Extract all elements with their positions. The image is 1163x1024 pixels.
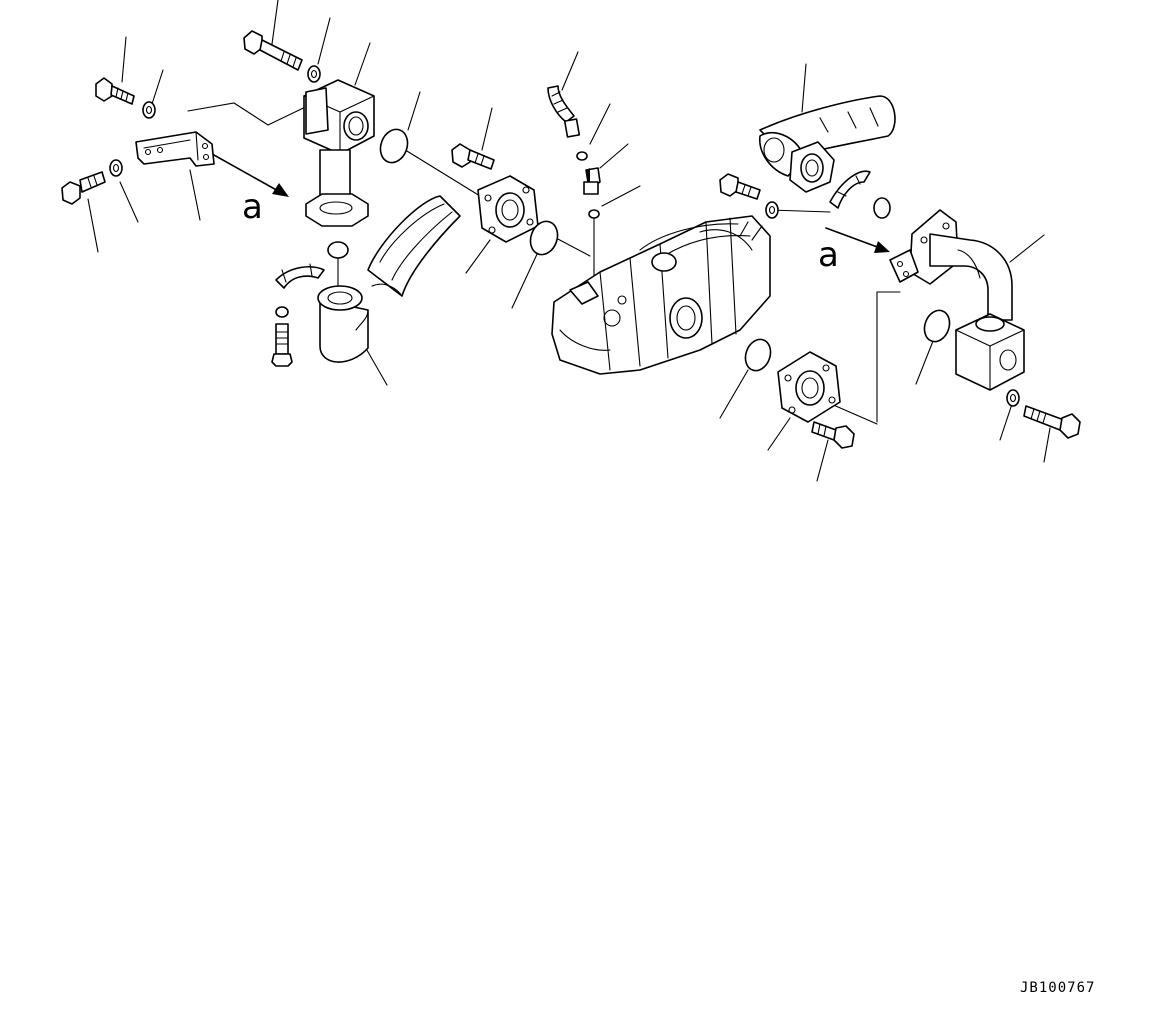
washer-center-right	[765, 201, 779, 219]
split-flange-left	[477, 175, 539, 243]
upper-tube-with-block	[303, 79, 375, 227]
bolt-upper-long	[243, 30, 303, 71]
bolt-vertical-lower	[271, 323, 293, 367]
clamp-half-right	[829, 170, 871, 209]
nipple-fitting	[583, 167, 601, 195]
o-ring-elbow	[327, 241, 349, 259]
bolt-flange-left	[451, 143, 495, 170]
small-hose-top	[547, 85, 581, 138]
elbow-tube-right	[889, 209, 1013, 321]
washer-lower-bolt	[275, 306, 289, 318]
o-ring-right-small	[873, 197, 891, 219]
leader-lines	[87, 0, 1051, 482]
hydraulic-pump-assembly	[551, 215, 771, 375]
washer-lower-right	[1006, 389, 1020, 407]
o-ring-center-lower	[744, 338, 772, 372]
square-block-right	[955, 313, 1025, 391]
bolt-center-right	[719, 173, 761, 200]
washer-top-left	[142, 101, 156, 119]
o-ring-small-top	[576, 151, 588, 161]
drawing-reference-number: JB100767	[1020, 980, 1095, 996]
callout-label-a-right: a	[818, 235, 839, 275]
bolt-lower-right	[1023, 405, 1081, 439]
o-ring-small-lower	[588, 209, 600, 219]
washer-upper	[307, 65, 321, 83]
callout-arrows	[204, 149, 890, 253]
washer-lower-left	[109, 159, 123, 177]
callout-label-a-left: a	[242, 187, 263, 227]
bolt-lower-center	[811, 421, 855, 449]
o-ring-center-left	[529, 220, 559, 256]
clamp-half-left	[275, 263, 325, 289]
o-ring-right	[923, 309, 951, 343]
flanged-tube-right	[759, 131, 835, 193]
suction-hose-left	[367, 195, 461, 297]
o-ring-left	[379, 128, 409, 164]
elbow-tube-left	[317, 285, 369, 363]
assembly-guide-lines	[187, 99, 901, 425]
bolt-lower-left	[61, 171, 106, 205]
mounting-bracket	[135, 131, 215, 167]
split-flange-lower	[777, 351, 841, 423]
bolt-top-left	[95, 77, 135, 105]
